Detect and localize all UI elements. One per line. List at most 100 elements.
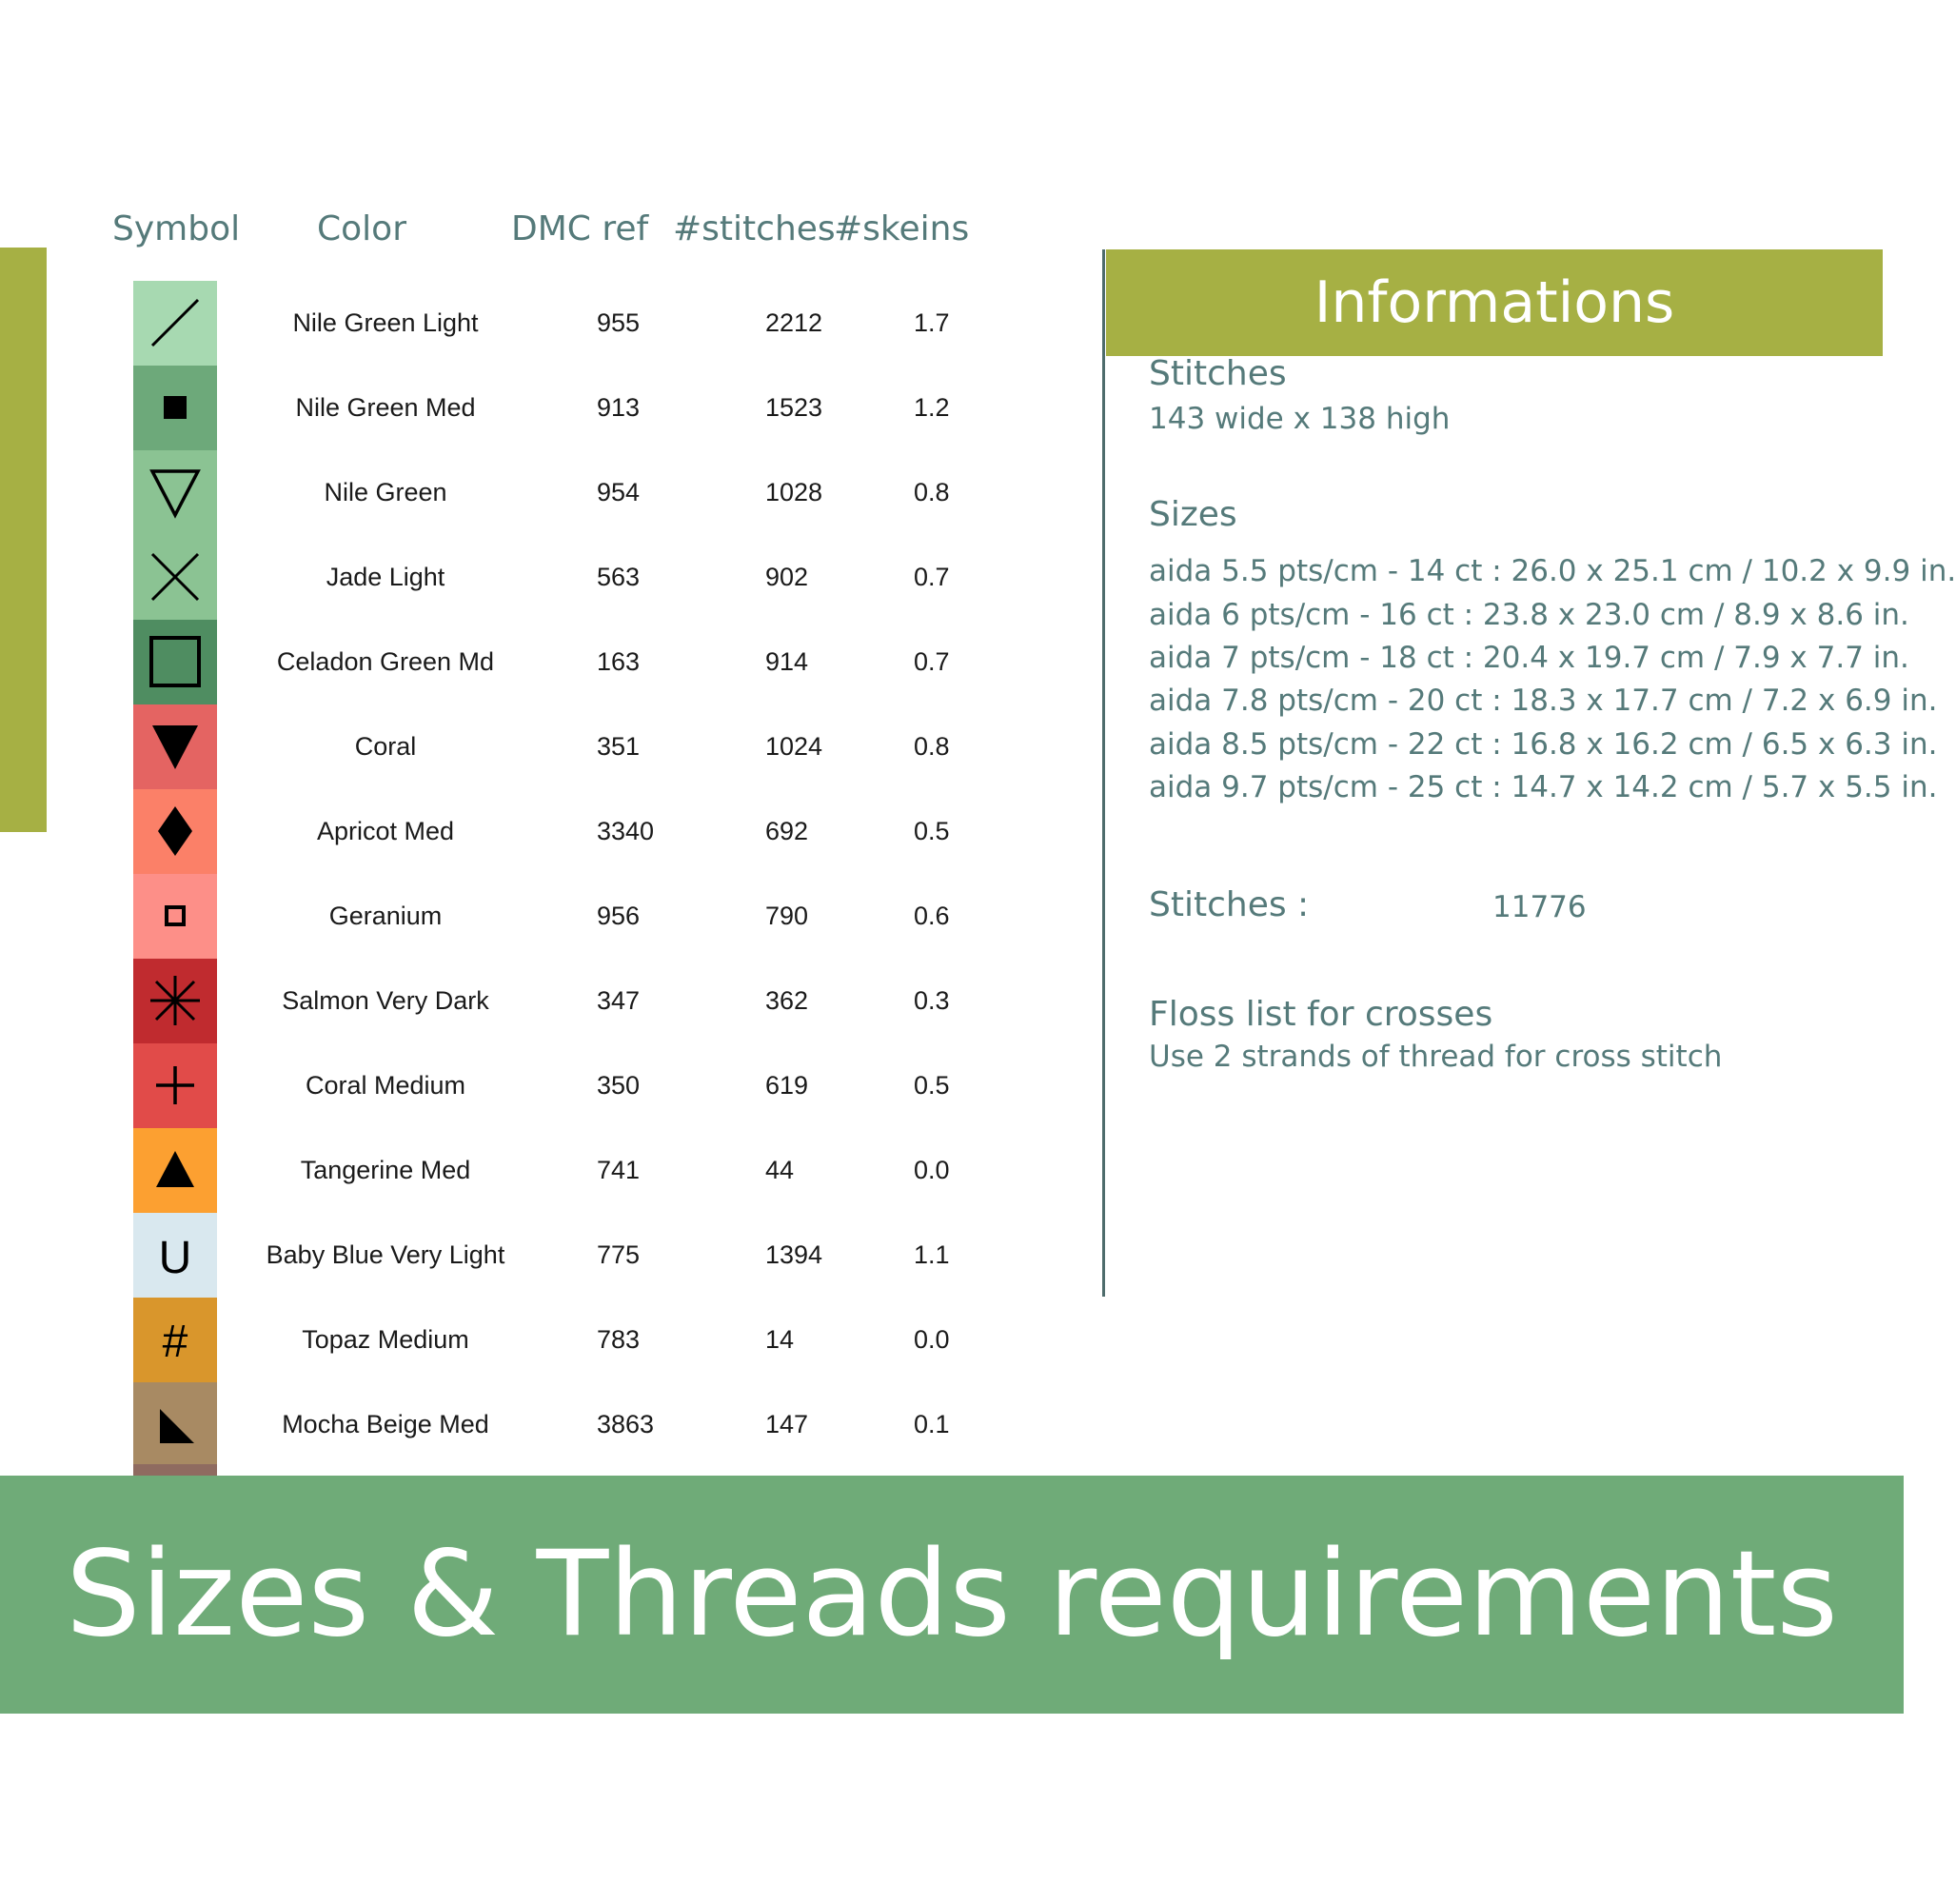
footer-banner: Sizes & Threads requirements [0,1476,1904,1714]
dmc-ref: 783 [597,1325,641,1354]
skein-count: 0.6 [914,902,950,930]
stitch-count: 2212 [765,308,823,337]
triangle-down-outline-icon [149,469,201,519]
stitch-count: 902 [765,563,809,591]
triangle-down-filled-icon [152,725,198,769]
color-name: Celadon Green Md [276,647,495,676]
stitches-heading: Stitches [1149,354,1287,393]
dmc-ref: 351 [597,732,641,761]
skein-count: 0.3 [914,986,950,1015]
partial-swatch [133,1464,217,1476]
color-name: Nile Green [324,478,447,506]
header-stitches: #stitches [673,209,836,248]
skein-count: 0.0 [914,1325,950,1354]
triangle-up-filled-icon [156,1151,194,1187]
total-stitches-value: 11776 [1492,890,1587,924]
color-swatch [133,874,217,959]
letter-u-icon: U [159,1233,192,1283]
hash-icon: # [163,1317,188,1367]
stitch-count: 1523 [765,393,823,422]
dmc-ref: 775 [597,1240,641,1269]
color-name: Tangerine Med [300,1156,471,1184]
dmc-ref: 3340 [597,817,655,845]
color-swatch [133,1043,217,1128]
left-accent-bar [0,248,47,832]
color-swatch [133,789,217,874]
square-outline-icon [149,636,201,687]
stitch-count: 1028 [765,478,823,506]
size-line: aida 9.7 pts/cm - 25 ct : 14.7 x 14.2 cm… [1149,770,1938,804]
skein-count: 1.2 [914,393,950,422]
color-name: Jade Light [326,563,445,591]
table-row: Apricot Med 3340 692 0.5 [0,789,1047,874]
diagonal-line-icon [150,298,200,347]
color-swatch [133,1382,217,1467]
stitch-count: 1394 [765,1240,823,1269]
sizes-heading: Sizes [1149,495,1237,534]
color-swatch [133,450,217,535]
dmc-ref: 563 [597,563,641,591]
header-dmc: DMC ref [511,209,649,248]
corner-triangle-icon [160,1409,194,1443]
skein-count: 0.0 [914,1156,950,1184]
info-title: Informations [1106,249,1883,356]
color-swatch [133,959,217,1043]
stitch-count: 692 [765,817,809,845]
color-swatch: # [133,1298,217,1382]
svg-text:U: U [159,1233,192,1283]
dmc-ref: 954 [597,478,641,506]
diamond-filled-icon [158,806,192,856]
dmc-ref: 350 [597,1071,641,1100]
svg-text:#: # [163,1317,188,1367]
table-row: # Topaz Medium 783 14 0.0 [0,1298,1047,1382]
stitch-count: 914 [765,647,809,676]
filled-square-icon [164,396,187,419]
table-row: Jade Light 563 902 0.7 [0,535,1047,620]
skein-count: 0.5 [914,817,950,845]
color-name: Apricot Med [316,817,455,845]
size-line: aida 8.5 pts/cm - 22 ct : 16.8 x 16.2 cm… [1149,727,1938,762]
stitch-count: 14 [765,1325,795,1354]
color-name: Topaz Medium [302,1325,469,1354]
total-stitches-label: Stitches : [1149,885,1310,924]
color-swatch [133,1128,217,1213]
skein-count: 0.8 [914,732,950,761]
header-symbol: Symbol [112,209,241,248]
floss-heading: Floss list for crosses [1149,995,1493,1034]
dmc-ref: 955 [597,308,641,337]
color-name: Coral [354,732,417,761]
skein-count: 0.7 [914,647,950,676]
color-swatch [133,281,217,366]
x-cross-icon [150,552,200,602]
skein-count: 0.7 [914,563,950,591]
color-name: Baby Blue Very Light [266,1240,505,1269]
header-color: Color [317,209,406,248]
stitch-count: 619 [765,1071,809,1100]
color-name: Geranium [328,902,443,930]
floss-note: Use 2 strands of thread for cross stitch [1149,1040,1723,1074]
stitch-count: 790 [765,902,809,930]
color-name: Nile Green Light [292,308,479,337]
stitch-count: 1024 [765,732,823,761]
color-name: Salmon Very Dark [282,986,489,1015]
stitch-count: 147 [765,1410,809,1438]
dmc-ref: 913 [597,393,641,422]
skein-count: 0.8 [914,478,950,506]
small-square-outline-icon [165,905,186,926]
size-line: aida 7 pts/cm - 18 ct : 20.4 x 19.7 cm /… [1149,641,1909,675]
dmc-ref: 741 [597,1156,641,1184]
size-line: aida 6 pts/cm - 16 ct : 23.8 x 23.0 cm /… [1149,598,1909,632]
color-swatch [133,704,217,789]
asterisk-icon [150,976,200,1025]
skein-count: 0.1 [914,1410,950,1438]
color-swatch: U [133,1213,217,1298]
skein-count: 0.5 [914,1071,950,1100]
